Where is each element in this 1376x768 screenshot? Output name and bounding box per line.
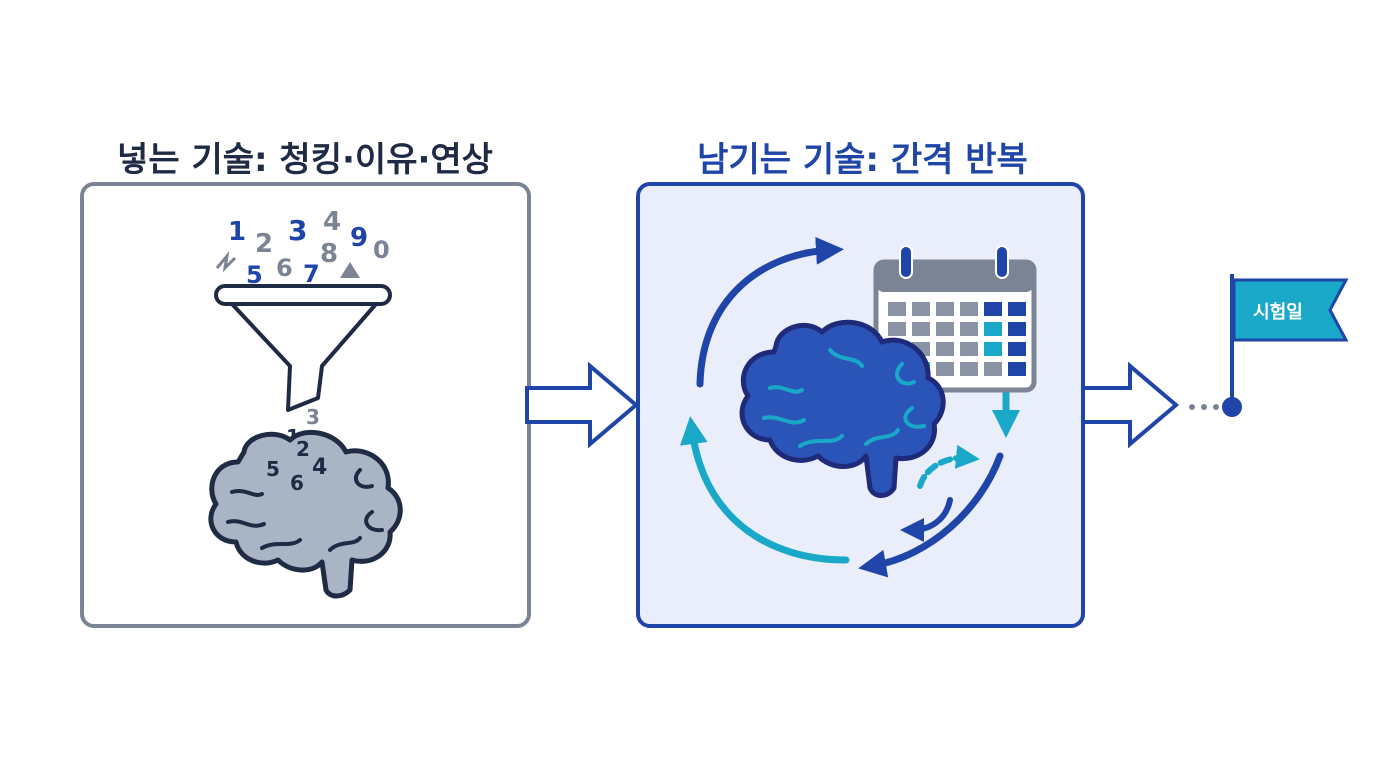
funnel-icon bbox=[214, 284, 392, 412]
cycle-arrow-left bbox=[679, 416, 850, 564]
right-panel-title: 남기는 기술: 간격 반복 bbox=[697, 140, 1028, 180]
calendar-cell bbox=[1008, 322, 1026, 336]
flag-base bbox=[1222, 397, 1242, 417]
funnel-digit-2: 2 bbox=[255, 229, 273, 259]
brain-digit-2: 2 bbox=[296, 437, 310, 461]
funnel-digit-7: 7 bbox=[303, 260, 320, 288]
calendar-cell bbox=[984, 322, 1002, 336]
calendar-cell bbox=[1008, 342, 1026, 356]
goal-flag: 시험일 bbox=[1222, 274, 1349, 417]
funnel-digit-9: 9 bbox=[350, 223, 368, 253]
calendar-cell bbox=[1008, 362, 1026, 376]
calendar-cell bbox=[1008, 302, 1026, 316]
funnel-digits: 1 2 3 4 5 6 7 8 9 0 bbox=[215, 207, 390, 289]
funnel-digit-1: 1 bbox=[228, 217, 246, 247]
calendar-cell bbox=[960, 322, 978, 336]
funnel-digit-0: 0 bbox=[373, 236, 390, 264]
calendar-cell bbox=[984, 362, 1002, 376]
mini-cycle-arrow-lower bbox=[900, 497, 953, 542]
left-panel-title: 넣는 기술: 청킹·이유·연상 bbox=[117, 140, 493, 180]
triangle-mark bbox=[340, 262, 360, 278]
brain-digit-4: 4 bbox=[312, 455, 327, 480]
calendar-cell bbox=[960, 362, 978, 376]
funnel-digit-4: 4 bbox=[323, 207, 341, 237]
arrow-right-to-goal bbox=[1081, 361, 1180, 449]
dotted-connector bbox=[1189, 404, 1219, 410]
calendar-cell bbox=[984, 302, 1002, 316]
brain-digit-5: 5 bbox=[266, 457, 280, 481]
flag-label: 시험일 bbox=[1253, 301, 1303, 323]
funnel-digit-5: 5 bbox=[246, 261, 263, 289]
cycle-arrow-top bbox=[696, 236, 844, 388]
calendar-cell bbox=[888, 302, 906, 316]
brain-icon-gray bbox=[208, 429, 403, 599]
brain-digit-3-top: 3 bbox=[306, 405, 320, 429]
calendar-cell bbox=[936, 362, 954, 376]
brain-icon-blue bbox=[739, 319, 946, 498]
calendar-cell bbox=[936, 302, 954, 316]
zigzag-mark bbox=[215, 250, 237, 273]
funnel-digit-8: 8 bbox=[320, 239, 338, 269]
brain-digit-6: 6 bbox=[290, 471, 304, 495]
calendar-cell bbox=[936, 322, 954, 336]
cycle-arrow-bottom bbox=[858, 452, 1004, 578]
calendar-cell bbox=[912, 322, 930, 336]
left-panel: 1 2 3 4 5 6 7 8 9 0 3 1 2 5 bbox=[80, 182, 531, 628]
calendar-cell bbox=[960, 302, 978, 316]
mini-cycle-arrow-upper bbox=[917, 444, 980, 489]
funnel-digit-3: 3 bbox=[288, 214, 307, 247]
calendar-cell bbox=[960, 342, 978, 356]
arrow-left-to-right bbox=[525, 361, 640, 449]
flag-banner bbox=[1232, 278, 1349, 342]
calendar-cell bbox=[888, 322, 906, 336]
right-panel bbox=[636, 182, 1085, 628]
calendar-cell bbox=[912, 302, 930, 316]
calendar-cell bbox=[936, 342, 954, 356]
funnel-digit-6: 6 bbox=[276, 254, 293, 282]
calendar-cell bbox=[984, 342, 1002, 356]
